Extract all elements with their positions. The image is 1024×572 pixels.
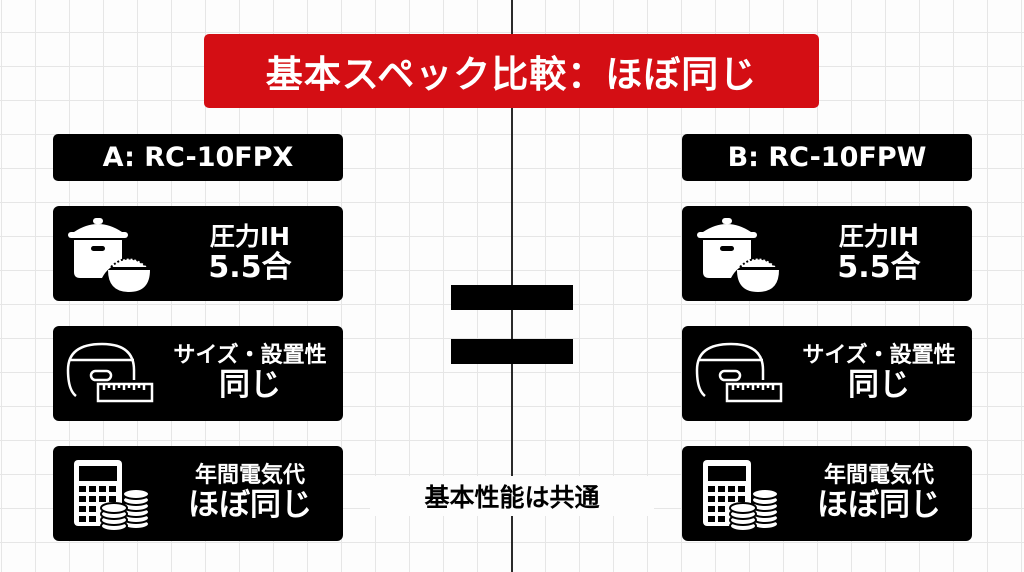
calculator-coins-icon [53,446,165,541]
card-value: 5.5合 [837,249,921,285]
model-b-card-capacity: 圧力IH 5.5合 [682,206,972,301]
rice-cooker-ruler-icon [53,326,165,421]
card-title: 圧力IH [838,221,920,251]
equals-sign-top-bar [451,285,573,310]
card-value: 同じ [219,367,281,404]
model-a-card-size: サイズ・設置性 同じ [53,326,343,421]
model-a-card-electricity: 年間電気代 ほぼ同じ [53,446,343,541]
equals-sign-bottom-bar [451,339,573,364]
model-b-label-text: B: RC-10FPW [727,142,927,173]
card-value: ほぼ同じ [188,487,312,524]
rice-cooker-bowl-icon [682,206,794,301]
center-caption: 基本性能は共通 [370,476,654,516]
rice-cooker-bowl-icon [53,206,165,301]
model-a-label: A: RC-10FPX [53,134,343,181]
card-title: サイズ・設置性 [173,342,327,368]
model-b-label: B: RC-10FPW [682,134,972,181]
card-value: 同じ [848,367,910,404]
center-caption-text: 基本性能は共通 [424,483,600,512]
model-a-card-capacity: 圧力IH 5.5合 [53,206,343,301]
card-title: サイズ・設置性 [802,342,956,368]
rice-cooker-ruler-icon [682,326,794,421]
model-a-label-text: A: RC-10FPX [102,142,294,173]
card-value: 5.5合 [208,249,292,285]
card-value: ほぼ同じ [817,487,941,524]
card-title: 圧力IH [209,221,291,251]
model-b-card-electricity: 年間電気代 ほぼ同じ [682,446,972,541]
card-title: 年間電気代 [823,462,934,488]
model-b-card-size: サイズ・設置性 同じ [682,326,972,421]
page-title-banner: 基本スペック比較：ほぼ同じ [204,34,819,108]
page-title: 基本スペック比較：ほぼ同じ [265,53,758,96]
card-title: 年間電気代 [194,462,305,488]
calculator-coins-icon [682,446,794,541]
